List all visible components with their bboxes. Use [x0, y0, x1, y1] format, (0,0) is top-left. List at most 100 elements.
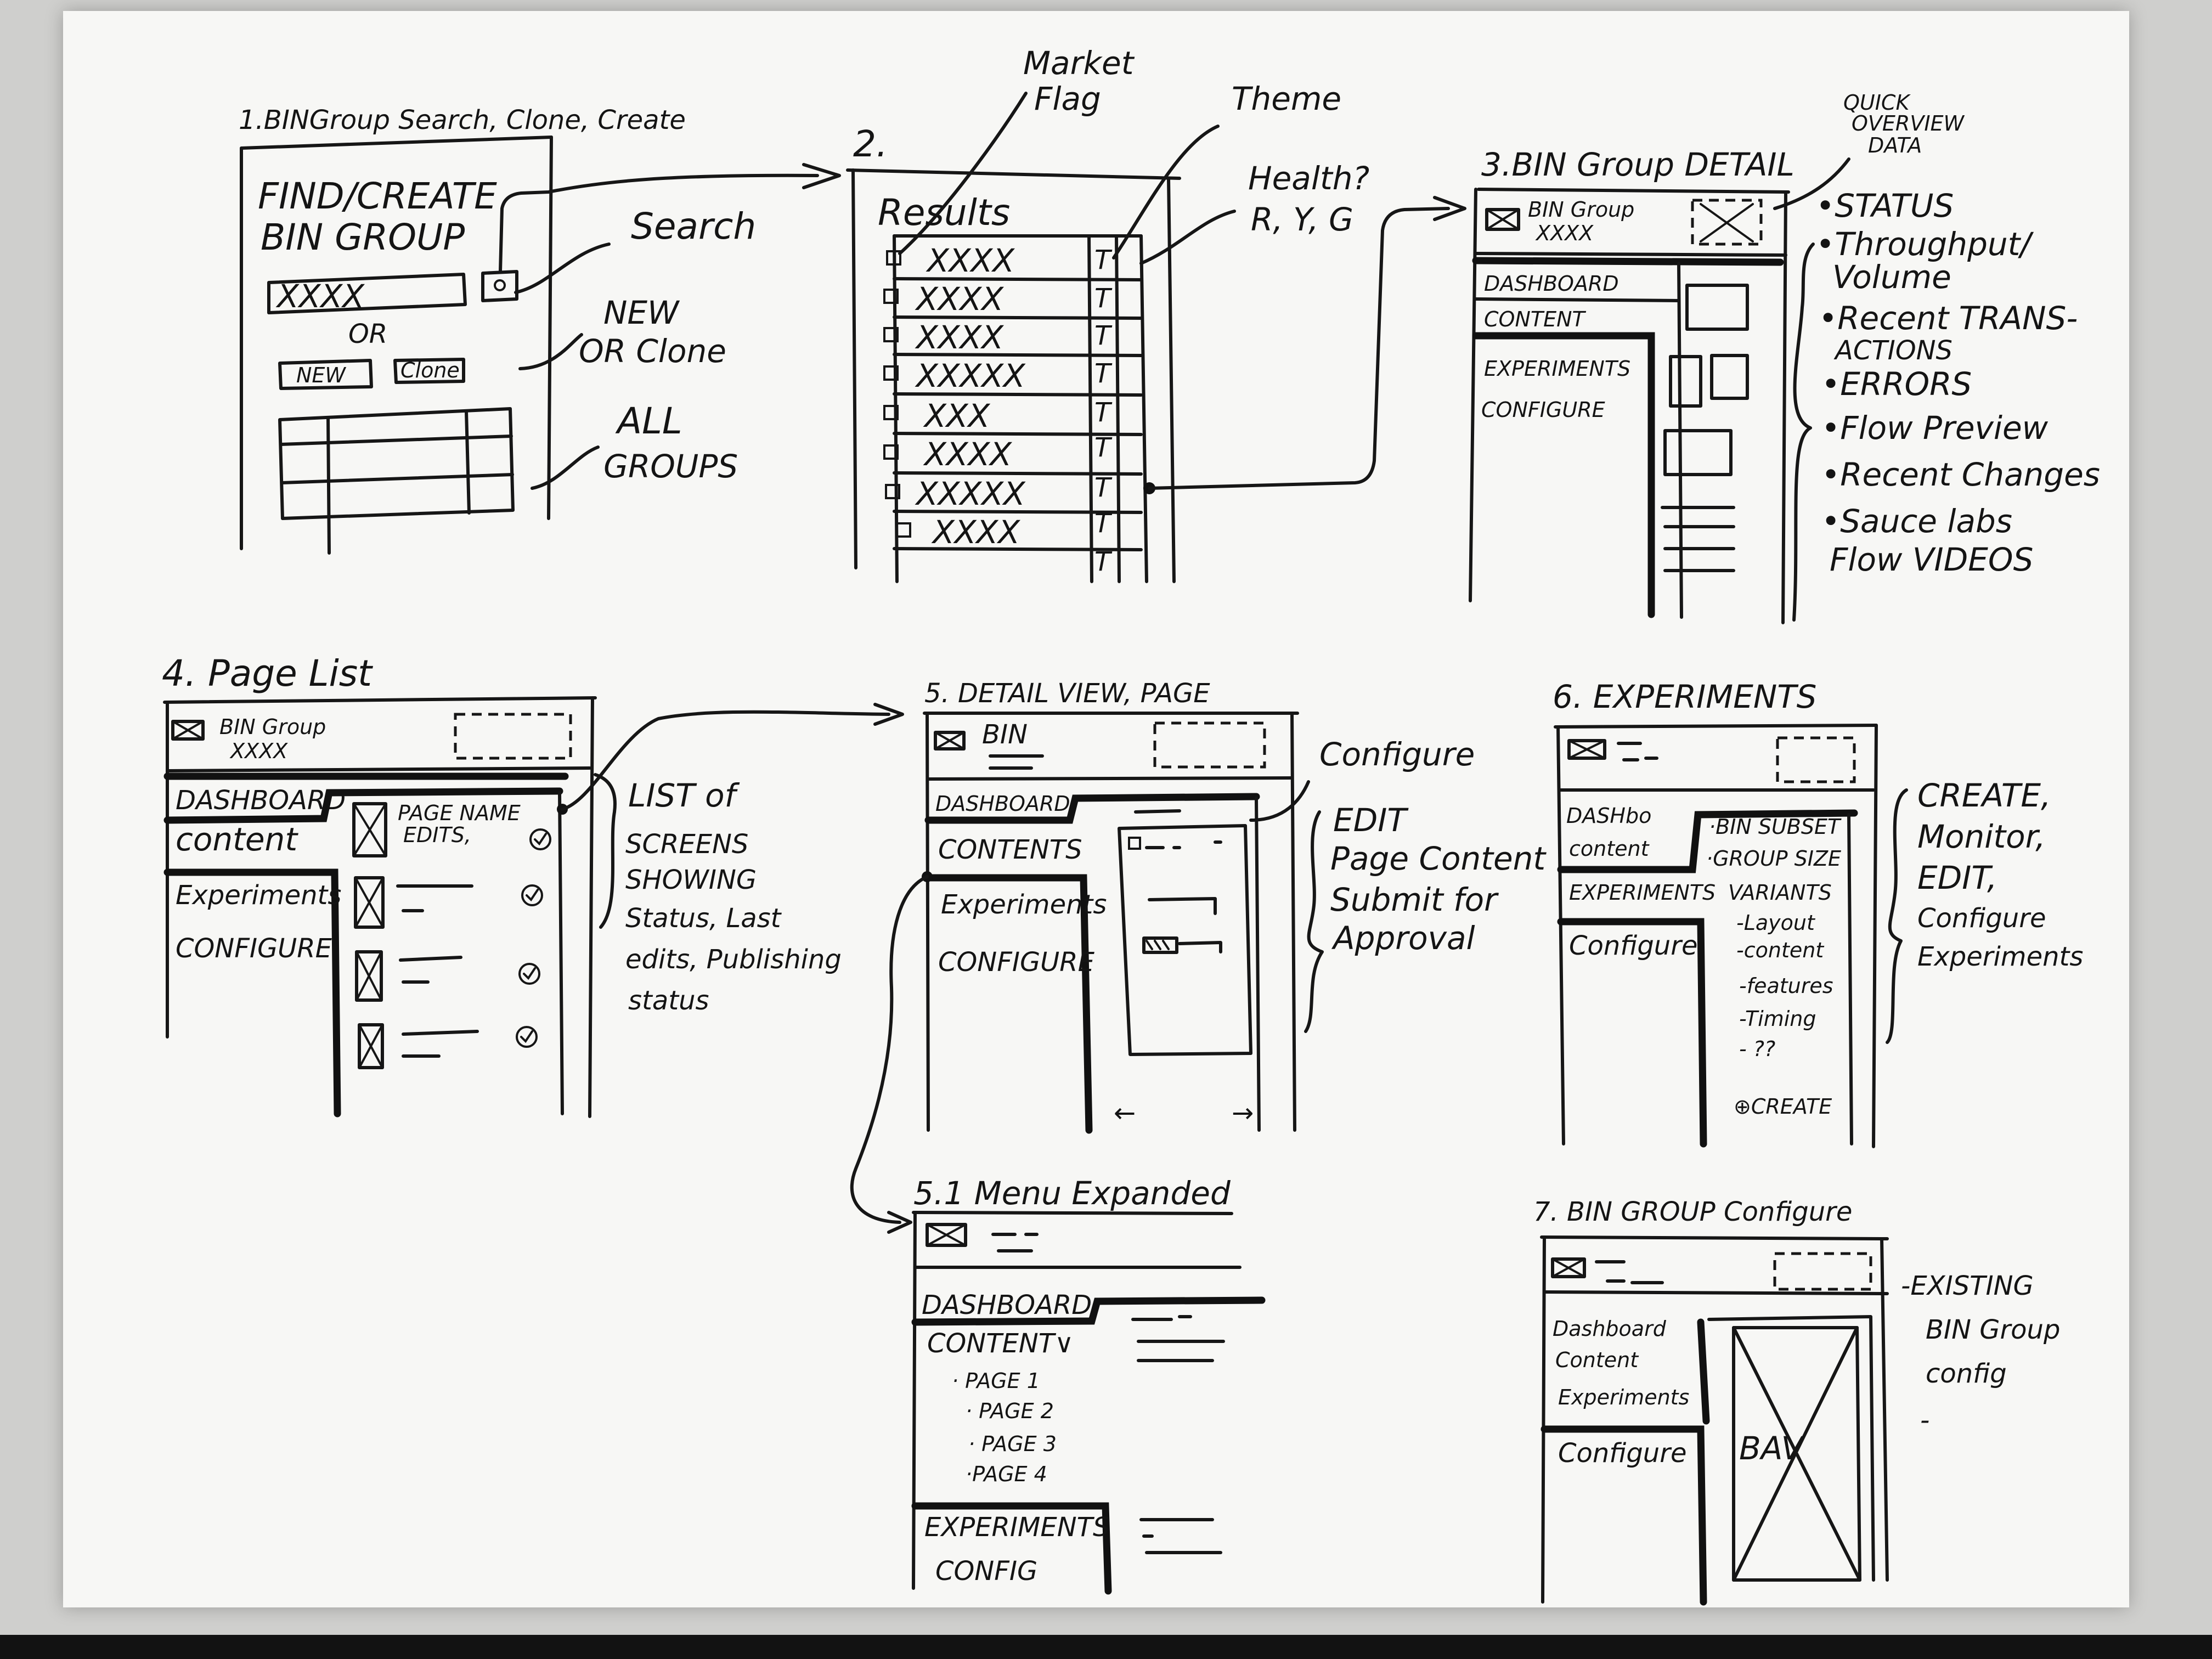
sketch-6-create-button[interactable]: ⊕CREATE [1734, 1094, 1832, 1119]
results-row[interactable]: XXXXX T [885, 472, 1143, 514]
results-row[interactable]: XXXXX T [883, 357, 1143, 397]
page-list-item[interactable] [355, 950, 540, 1002]
sketch-3-bullet: •Sauce labs [1821, 503, 2012, 540]
sketch-1-note-search: Search [631, 205, 756, 247]
sketch-6-sub-item[interactable]: -Timing [1739, 1007, 1816, 1031]
sketch-6-sub-item[interactable]: -content [1736, 938, 1825, 962]
sketch-1-new-button[interactable]: NEW [278, 359, 373, 390]
sketch-1-search-button[interactable] [481, 270, 518, 302]
svg-text:XXXX: XXXX [926, 242, 1015, 279]
sketch-3-detail: 3.BIN Group DETAIL BIN Group XXXX DASHBO… [1469, 91, 2100, 624]
sketch-5-note: Page Content [1330, 840, 1547, 877]
sketch-4-logo-placeholder [171, 720, 205, 741]
sketch-6-sub-item[interactable]: ·BIN SUBSET [1709, 815, 1842, 839]
sketch-6-nav-dashboard[interactable]: DASHbo [1566, 804, 1651, 828]
sketch-7-config-image-placeholder [1732, 1326, 1861, 1582]
svg-text:T: T [1094, 472, 1113, 503]
svg-text:XXX: XXX [923, 397, 990, 435]
sketch-3-nav-dashboard[interactable]: DASHBOARD [1484, 272, 1619, 296]
svg-text:T: T [1094, 283, 1113, 314]
results-row[interactable]: XXXX T [886, 242, 1143, 281]
sketch-6-sub-item[interactable]: ·GROUP SIZE [1706, 847, 1841, 871]
sketch-1-or-label: OR [348, 319, 387, 349]
sketch-7-placeholder-box [1773, 1252, 1872, 1291]
sketch-5-next-arrow[interactable]: → [1232, 1098, 1254, 1128]
sketch-7-nav-configure[interactable]: Configure [1558, 1438, 1686, 1469]
sketch-6-sub-item[interactable]: -Layout [1736, 911, 1816, 935]
sketch-5-prev-arrow[interactable]: ← [1114, 1098, 1136, 1128]
sketch-5-nav-dashboard[interactable]: DASHBOARD [935, 792, 1070, 816]
sketch-2-note-health: Health? [1248, 160, 1369, 197]
sketch-5-1-nav-content[interactable]: CONTENT∨ [927, 1328, 1074, 1359]
sketch-7-note: config [1926, 1358, 2007, 1389]
sketch-7-note: -EXISTING [1901, 1271, 2034, 1301]
sketch-3-bracket [1792, 242, 1815, 622]
sketch-1-groups-table[interactable] [278, 407, 515, 555]
sketch-3-title: 3.BIN Group DETAIL [1481, 146, 1795, 183]
sketch-4-note: SCREENS [625, 829, 748, 860]
sketch-6-sub-item[interactable]: VARIANTS [1728, 881, 1832, 905]
svg-text:T: T [1094, 358, 1113, 389]
sketch-5-placeholder-box [1153, 721, 1266, 769]
sketch-4-nav-experiments[interactable]: Experiments [176, 880, 341, 911]
sketch-5-nav-configure[interactable]: CONFIGURE [938, 947, 1095, 978]
sketch-5-1-nav-config[interactable]: CONFIG [935, 1556, 1037, 1587]
sketch-6-sub-item[interactable]: -features [1739, 974, 1833, 998]
svg-text:XXXX: XXXX [275, 278, 365, 315]
sketch-4-nav-dashboard[interactable]: DASHBOARD [176, 785, 346, 816]
note-line-health [1139, 210, 1236, 265]
sketch-7-nav-experiments[interactable]: Experiments [1558, 1385, 1689, 1409]
sketch-5-page-preview[interactable] [1118, 824, 1252, 1056]
sketch-5-1-page-link[interactable]: ·PAGE 4 [966, 1462, 1047, 1486]
sketch-6-nav-experiments[interactable]: EXPERIMENTS [1569, 881, 1716, 905]
sketch-5-1-page-link[interactable]: · PAGE 2 [966, 1399, 1054, 1423]
sketch-5-nav-experiments[interactable]: Experiments [941, 889, 1107, 920]
results-row[interactable]: XXXX T [883, 319, 1143, 357]
results-row[interactable]: XXX T [883, 397, 1143, 436]
sketch-1-clone-button[interactable]: Clone [393, 358, 465, 384]
results-row[interactable]: XXXX T [883, 432, 1143, 476]
sketch-6-logo-placeholder [1567, 739, 1606, 760]
sketch-6-nav-configure[interactable]: Configure [1569, 930, 1697, 961]
sketch-6-note: Configure [1917, 903, 2046, 934]
svg-text:T: T [1094, 245, 1113, 275]
svg-text:XXXX: XXXX [931, 514, 1020, 551]
sketch-5-header: BIN [982, 719, 1028, 750]
svg-text:T: T [1094, 320, 1113, 351]
sketch-5-1-nav-experiments[interactable]: EXPERIMENTS [924, 1512, 1109, 1543]
sketch-3-bullet: •ERRORS [1821, 365, 1972, 403]
sketch-6-experiments: 6. EXPERIMENTS DASHbo content EXPERIMENT… [1553, 678, 2083, 1148]
sketch-4-nav-content[interactable]: content [176, 821, 298, 858]
sketch-1-note-groups: GROUPS [603, 448, 738, 485]
sketch-6-nav-content[interactable]: content [1569, 837, 1650, 861]
sketch-5-nav-contents[interactable]: CONTENTS [938, 834, 1082, 865]
page-list-item[interactable] [354, 876, 543, 929]
sketch-6-note: EDIT, [1917, 859, 1997, 896]
sketch-3-nav-configure[interactable]: CONFIGURE [1481, 398, 1605, 422]
sketch-5-1-page-link[interactable]: · PAGE 3 [968, 1432, 1057, 1456]
page-list-item[interactable]: PAGE NAME EDITS, [352, 801, 551, 857]
arrow-2-to-3 [1143, 196, 1466, 494]
sketch-3-nav-content[interactable]: CONTENT [1484, 307, 1587, 331]
sketch-4-note: Status, Last [625, 903, 782, 934]
sketch-2-note-theme: Theme [1232, 80, 1341, 117]
sketch-1-search-input[interactable]: XXXX [267, 273, 467, 315]
sketch-3-quick-label: QUICK [1843, 91, 1911, 115]
sketch-1-note-new: NEW [603, 294, 680, 331]
sketch-4-note: LIST of [628, 777, 740, 814]
sketch-5-1-page-link[interactable]: · PAGE 1 [952, 1369, 1040, 1393]
sketch-5-1-nav-dashboard[interactable]: DASHBOARD [922, 1290, 1092, 1321]
page-list-item[interactable] [358, 1023, 538, 1069]
sketch-7-nav-dashboard[interactable]: Dashboard [1553, 1317, 1667, 1341]
sketch-7-nav-content[interactable]: Content [1555, 1348, 1639, 1372]
results-row[interactable]: XXXX T [883, 280, 1143, 320]
sketch-3-nav-experiments[interactable]: EXPERIMENTS [1484, 357, 1630, 381]
sketch-6-sub-item[interactable]: - ?? [1739, 1037, 1775, 1061]
sketch-7-bav-label: BAV [1739, 1430, 1805, 1467]
results-row[interactable]: XXXX T [893, 508, 1143, 551]
svg-text:T: T [1094, 397, 1113, 428]
sketch-4-note: status [628, 985, 709, 1016]
sketch-4-nav-configure[interactable]: CONFIGURE [176, 933, 332, 964]
arrow-5-to-5-1 [850, 871, 933, 1234]
